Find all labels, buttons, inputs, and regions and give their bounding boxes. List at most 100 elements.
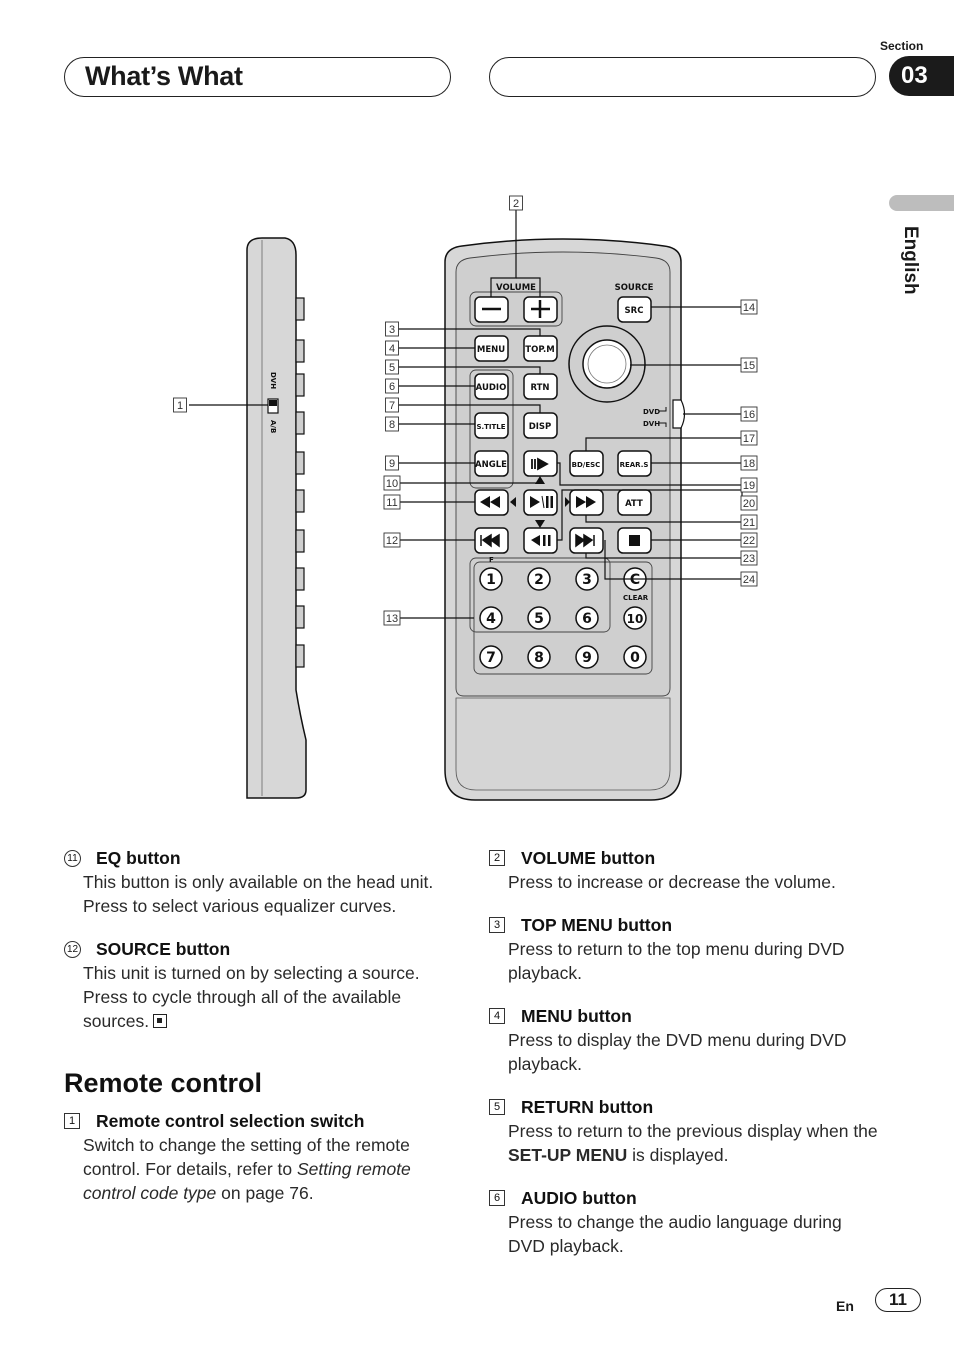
entry-number: 6 xyxy=(489,1190,505,1206)
number-key xyxy=(575,606,599,630)
number-key-label: 7 xyxy=(486,650,496,666)
number-key xyxy=(527,606,551,630)
callout-number: 9 xyxy=(389,458,395,470)
number-key-label: 2 xyxy=(534,572,544,588)
entry-number: 5 xyxy=(489,1099,505,1115)
bdesc-button-label: BD/ESC xyxy=(572,461,601,469)
callout-box xyxy=(740,299,758,315)
entry-number: 3 xyxy=(489,917,505,933)
callout-box xyxy=(740,514,758,530)
remote-side-view: DVH A/B xyxy=(246,237,307,799)
callout-number: 4 xyxy=(389,343,395,355)
callout-number: 12 xyxy=(386,535,398,547)
number-key-label: 10 xyxy=(627,612,644,626)
audio-button-entry: 6 AUDIO button Press to change the audio … xyxy=(489,1186,881,1258)
entry-number: 11 xyxy=(64,849,81,867)
chapter-title-frame: What’s What xyxy=(64,57,451,97)
entry-text: Press to change the audio language durin… xyxy=(508,1212,842,1256)
callout-number: 21 xyxy=(743,517,755,529)
callout-number: 13 xyxy=(386,613,398,625)
rears-button-label: REAR.S xyxy=(620,461,649,469)
number-key-label: 0 xyxy=(630,650,640,666)
section-heading: Remote control xyxy=(64,1068,263,1098)
topm-button-label: TOP.M xyxy=(525,345,554,355)
callout-number: 8 xyxy=(389,419,395,431)
footer-language: En xyxy=(836,1298,854,1314)
callout-box xyxy=(383,532,401,548)
callout-number: 11 xyxy=(386,497,397,509)
callout-number: 19 xyxy=(743,480,755,492)
entry-number: 2 xyxy=(489,850,505,866)
callout-box xyxy=(383,610,401,626)
callout-box xyxy=(173,397,187,413)
disp-button-label: DISP xyxy=(529,422,552,432)
callout-box xyxy=(740,571,758,587)
callout-number: 3 xyxy=(389,324,395,336)
callout-number: 22 xyxy=(743,535,755,547)
clear-label: CLEAR xyxy=(623,594,649,602)
callout-box xyxy=(385,340,399,356)
entry-text: Press to display the DVD menu during DVD… xyxy=(508,1030,847,1074)
entry-title: Remote control selection switch xyxy=(96,1111,365,1131)
number-key xyxy=(479,606,503,630)
entry-text: on page 76. xyxy=(216,1183,314,1203)
entry-text: is displayed. xyxy=(627,1145,729,1165)
number-key-label: 9 xyxy=(582,650,592,666)
callout-box xyxy=(740,406,758,422)
number-key-label: 4 xyxy=(486,611,496,627)
entry-number: 12 xyxy=(64,940,81,958)
entry-number: 4 xyxy=(489,1008,505,1024)
selection-switch-entry: 1 Remote control selection switch Switch … xyxy=(64,1109,454,1205)
src-button-label: SRC xyxy=(625,306,644,316)
end-mark-icon xyxy=(153,1014,168,1028)
source-label: SOURCE xyxy=(615,283,654,293)
audio-button-label: AUDIO xyxy=(476,383,507,393)
chapter-title: What’s What xyxy=(85,61,243,91)
entry-text: Press to return to the top menu during D… xyxy=(508,939,845,983)
callout-number: 16 xyxy=(743,409,755,421)
callout-box xyxy=(385,321,399,337)
callout-leaders xyxy=(189,210,743,619)
number-key-label: 6 xyxy=(582,611,592,627)
entry-text: Press to increase or decrease the volume… xyxy=(508,872,836,892)
number-key xyxy=(575,645,599,669)
entry-title: TOP MENU button xyxy=(521,915,673,935)
callout-box xyxy=(740,495,758,511)
number-key xyxy=(575,567,599,591)
entry-text: Switch to change the setting of the remo… xyxy=(83,1135,410,1179)
stitle-button-label: S.TITLE xyxy=(476,423,505,431)
att-button-label: ATT xyxy=(625,499,643,509)
section-number-badge: 03 xyxy=(889,56,954,96)
dvd-label: DVD xyxy=(643,408,660,416)
callout-box xyxy=(740,532,758,548)
entry-text: Press to return to the previous display … xyxy=(508,1121,878,1141)
entry-text: Press to select various equalizer curves… xyxy=(83,896,397,916)
callout-number: 5 xyxy=(389,362,395,374)
callout-number: 15 xyxy=(743,360,755,372)
side-dvh-label: DVH xyxy=(269,372,277,389)
clear-key-label: C xyxy=(630,572,640,588)
callout-box xyxy=(385,397,399,413)
remote-control-figure: .btn { fill:#fff; stroke:#111; stroke-wi… xyxy=(173,195,758,801)
right-column: 2 VOLUME button Press to increase or decr… xyxy=(489,846,881,1277)
menu-name: SET-UP MENU xyxy=(508,1145,628,1165)
callout-box xyxy=(509,195,523,211)
callout-number: 2 xyxy=(513,198,519,210)
language-tab xyxy=(889,195,954,211)
number-key-label: 3 xyxy=(582,572,592,588)
entry-title: MENU button xyxy=(521,1006,632,1026)
callout-box xyxy=(740,357,758,373)
callout-number: 14 xyxy=(743,302,755,314)
callout-box xyxy=(385,359,399,375)
callout-box xyxy=(740,550,758,566)
entry-number: 1 xyxy=(64,1113,80,1129)
entry-title: AUDIO button xyxy=(521,1188,637,1208)
callout-number: 6 xyxy=(389,381,395,393)
callout-box xyxy=(385,378,399,394)
entry-title: VOLUME button xyxy=(521,848,656,868)
